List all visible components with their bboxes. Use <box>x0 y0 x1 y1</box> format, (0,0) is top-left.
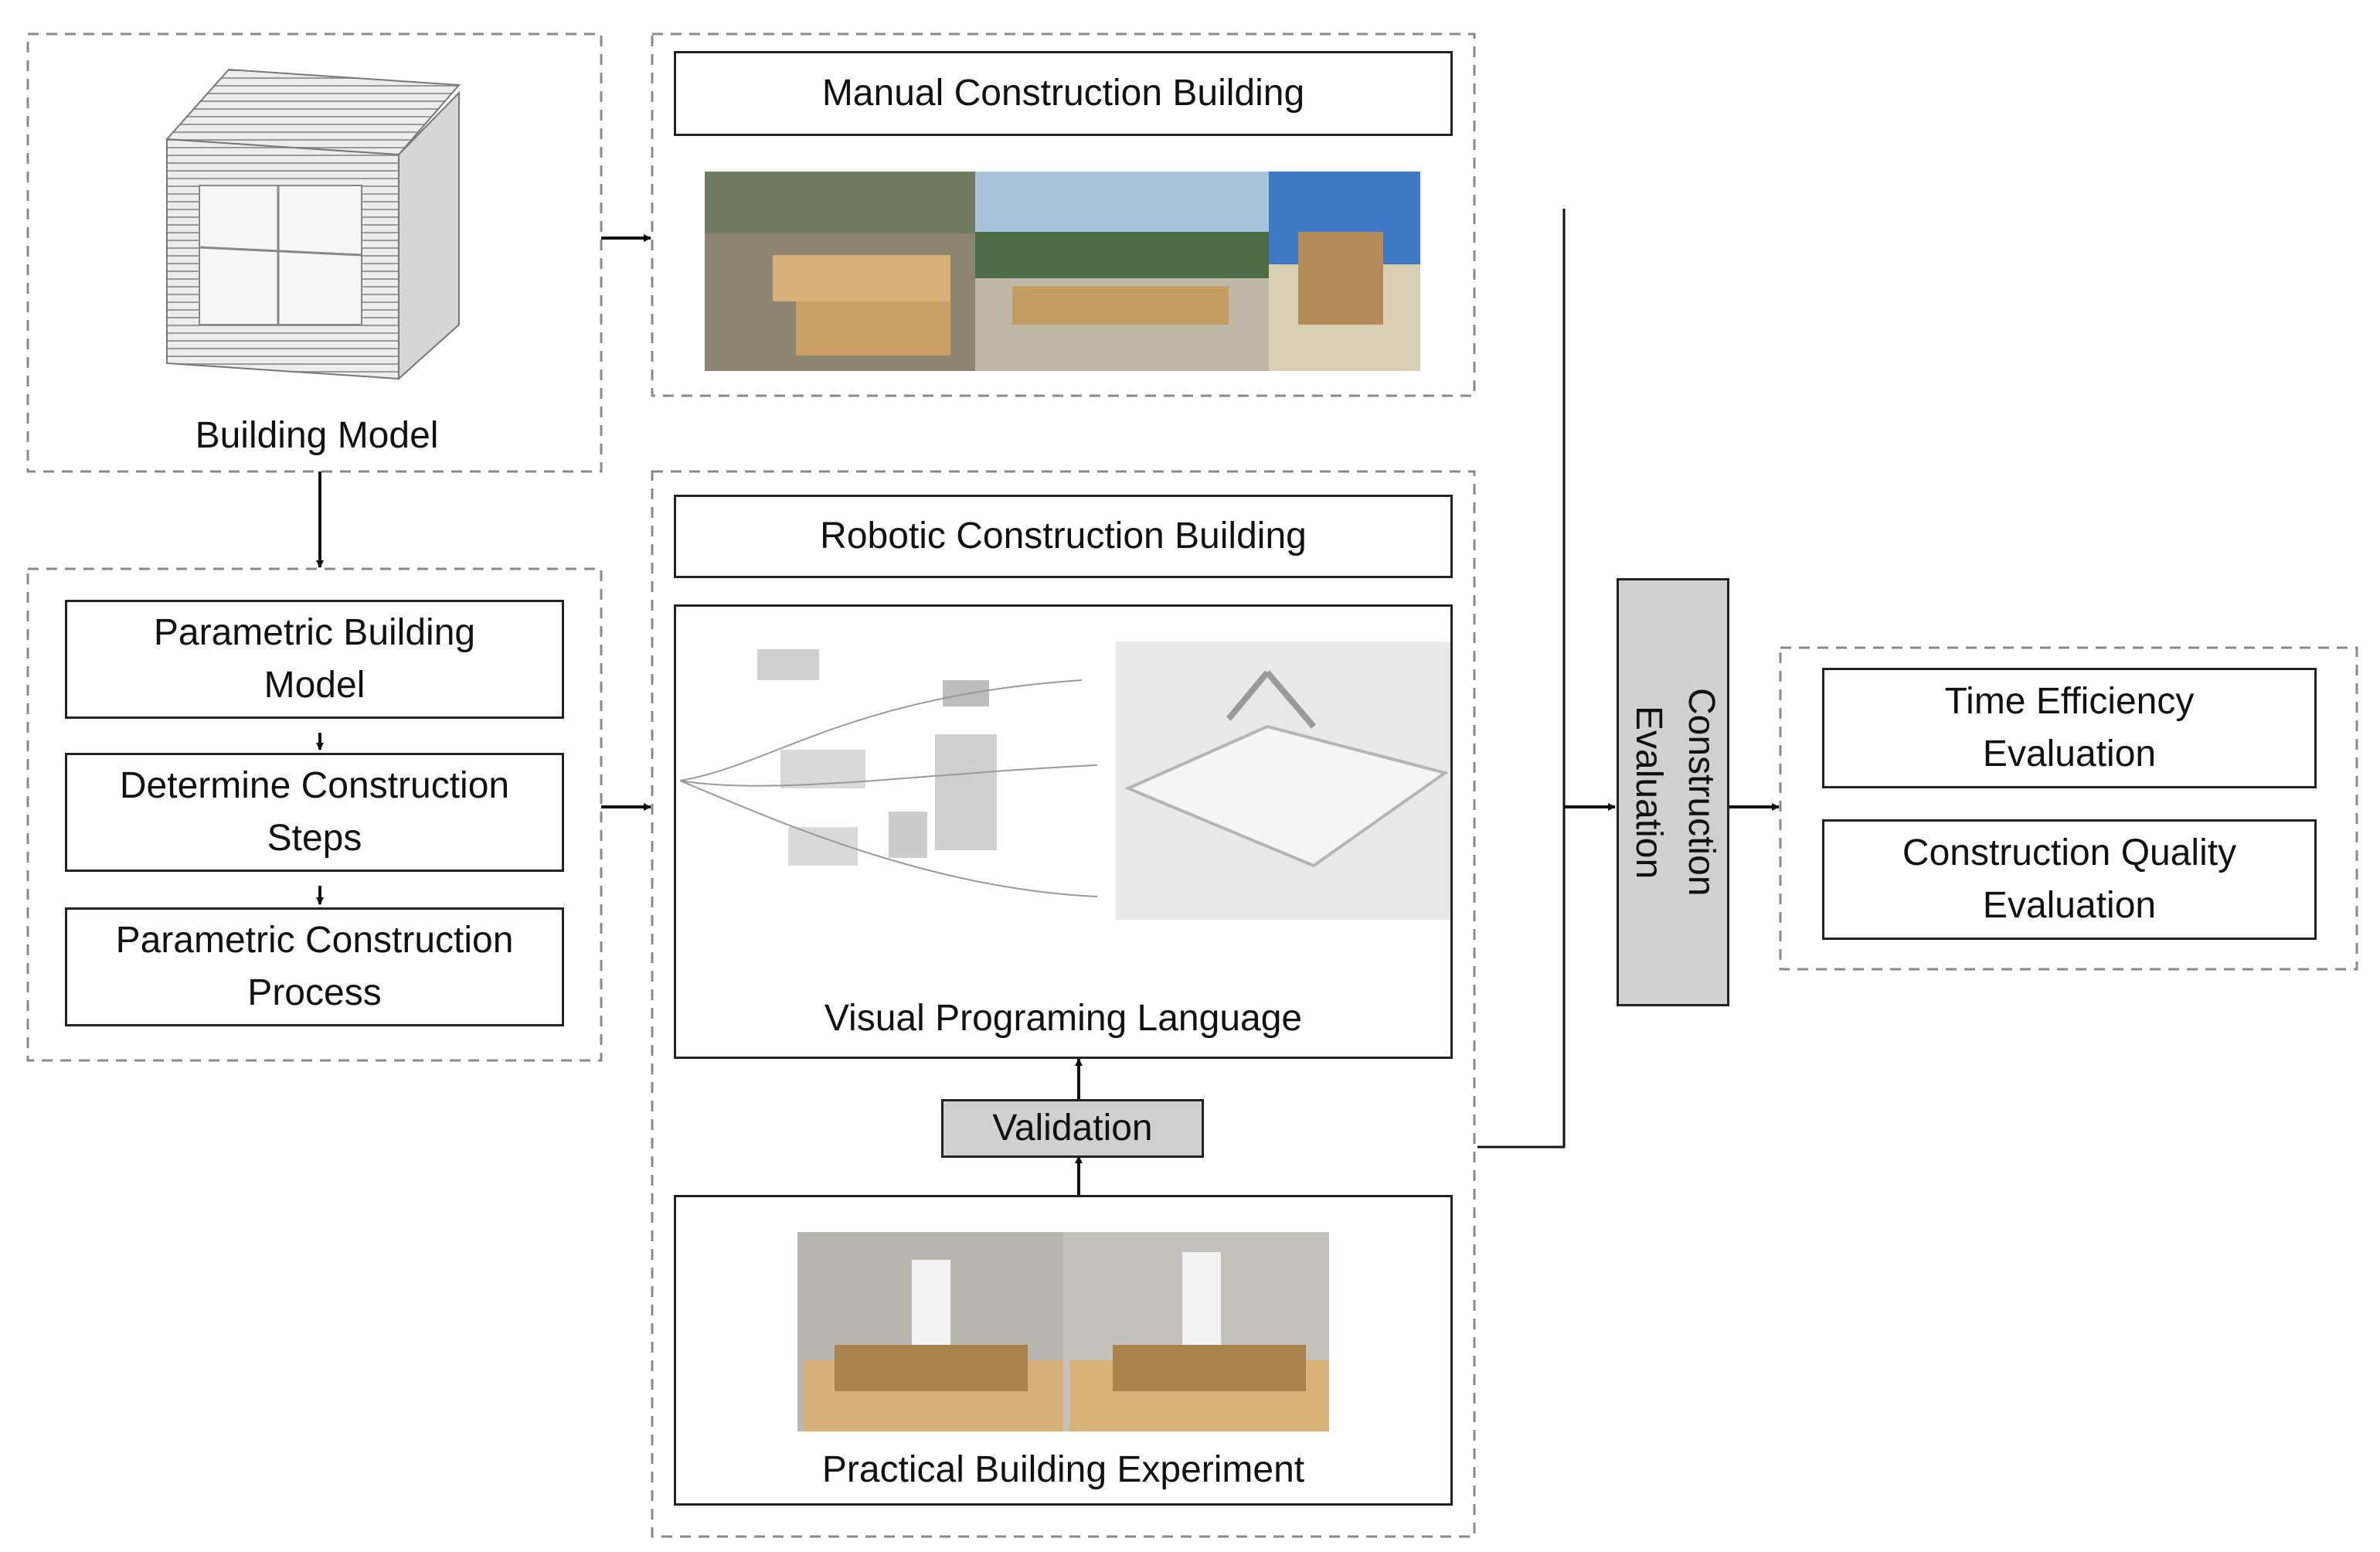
manual-group <box>651 32 1476 397</box>
validation-box: Validation <box>941 1099 1204 1158</box>
outcomes-group <box>1779 646 2358 971</box>
experiment-label: Practical Building Experiment <box>821 1449 1305 1490</box>
robotic-construction-title: Robotic Construction Building <box>674 495 1453 578</box>
determine-construction-steps-box: Determine Construction Steps <box>65 753 564 872</box>
practical-experiment-photos <box>797 1232 1329 1431</box>
parametric-construction-process-box: Parametric Construction Process <box>65 907 564 1026</box>
visual-programming-screenshot <box>674 606 1453 923</box>
time-efficiency-box: Time Efficiency Evaluation <box>1822 668 2317 788</box>
building-model-label: Building Model <box>195 415 439 456</box>
construction-evaluation-label: Construction Evaluation <box>1628 688 1722 897</box>
building-model-group <box>26 32 603 473</box>
construction-evaluation-box: Construction Evaluation <box>1617 578 1729 1006</box>
construction-quality-box: Construction Quality Evaluation <box>1822 819 2317 940</box>
vpl-label: Visual Programing Language <box>824 998 1303 1039</box>
bracket-to-evaluation <box>1477 209 1566 1149</box>
experiment-frame <box>674 1195 1453 1506</box>
parametric-building-model-box: Parametric Building Model <box>65 600 564 719</box>
building-model-illustration <box>165 68 461 381</box>
manual-construction-title: Manual Construction Building <box>674 51 1453 136</box>
robotic-group <box>651 470 1476 1538</box>
vpl-frame <box>674 604 1453 1059</box>
parametric-group <box>26 567 603 1062</box>
manual-construction-photos <box>705 172 1420 371</box>
